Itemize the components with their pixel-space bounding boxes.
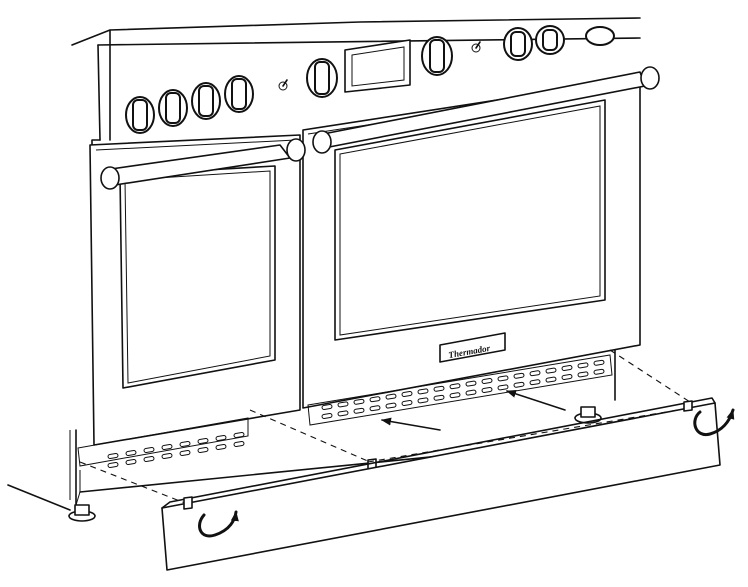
vent-slot (529, 379, 541, 386)
left-oven-door (89, 134, 301, 446)
knob-icon (306, 58, 338, 98)
vent-slot (561, 374, 573, 380)
toggle-switch-icon (471, 41, 481, 53)
knob-icon (535, 25, 565, 55)
left-rotate-arrow (198, 510, 239, 538)
vent-slot (369, 405, 381, 412)
vent-slot (481, 387, 493, 393)
knob-icon (125, 96, 155, 134)
vent-slot (401, 391, 413, 397)
vent-slot (497, 375, 509, 382)
vent-slot (161, 444, 173, 450)
vent-slot (233, 432, 245, 438)
vent-slot (215, 444, 227, 450)
vent-slots (107, 359, 605, 468)
knob-icon (224, 75, 254, 113)
vent-slot (433, 385, 445, 392)
vent-slot (337, 401, 349, 408)
vent-slot (353, 407, 365, 414)
vent-slot (577, 362, 589, 369)
knob-icon (191, 82, 221, 120)
vent-slot (545, 367, 557, 374)
vent-slot (513, 381, 525, 388)
vent-slot (321, 404, 333, 410)
vent-slot (417, 388, 429, 395)
vent-slot (337, 410, 349, 417)
vent-slot (417, 397, 429, 404)
knob-icon (585, 26, 615, 46)
vent-slot (497, 384, 509, 391)
vent-slot (385, 393, 397, 400)
vent-slot (561, 365, 573, 371)
vent-slot (593, 368, 605, 375)
straight-arrow-icon (381, 417, 441, 431)
vent-slot (215, 435, 227, 441)
vent-slot (161, 453, 173, 459)
vent-slot (449, 392, 461, 399)
curved-arrow-icon (693, 408, 735, 437)
leveling-foot-right (574, 406, 602, 424)
vent-slot (197, 447, 209, 453)
left-toe-kick-vent (77, 417, 249, 467)
knob-icon (503, 27, 533, 61)
vent-slot (545, 376, 557, 383)
right-rotate-arrow (693, 408, 735, 437)
vent-slot (529, 370, 541, 377)
range-body (7, 17, 641, 511)
vent-slot (107, 453, 119, 459)
vent-slot (107, 462, 119, 468)
vent-slot (179, 450, 191, 456)
vent-slot (577, 371, 589, 378)
left-door-handle (100, 138, 306, 190)
vent-slot (197, 438, 209, 444)
leveling-foot-left (68, 504, 96, 522)
vent-slot (513, 372, 525, 379)
vent-slot (353, 398, 365, 405)
knob-icon (158, 89, 188, 127)
vent-slot (433, 394, 445, 401)
vent-slot (465, 380, 477, 387)
vent-slot (125, 459, 137, 465)
vent-slot (449, 383, 461, 390)
right-oven-door (302, 77, 641, 409)
vent-slot (143, 447, 155, 453)
vent-slot (385, 402, 397, 409)
right-toe-kick-vent (307, 354, 613, 426)
vent-slot (125, 450, 137, 456)
vent-slot (593, 359, 605, 366)
vent-slot (481, 378, 493, 384)
alignment-guide-lines (79, 349, 691, 506)
vent-slot (369, 396, 381, 403)
kick-panel (161, 397, 721, 571)
control-knobs (125, 25, 615, 134)
vent-slot (233, 441, 245, 447)
curved-arrow-icon (198, 510, 239, 538)
vent-slot (401, 400, 413, 406)
display-panel-icon (344, 39, 411, 93)
toggle-switch-icon (278, 79, 288, 91)
right-door-handle (312, 66, 660, 154)
vent-slot (179, 441, 191, 447)
insert-direction-arrows (381, 390, 566, 431)
vent-slot (465, 389, 477, 396)
vent-slot (143, 456, 155, 462)
straight-arrow-icon (506, 390, 566, 411)
knob-icon (421, 36, 453, 76)
vent-slot (321, 413, 333, 419)
